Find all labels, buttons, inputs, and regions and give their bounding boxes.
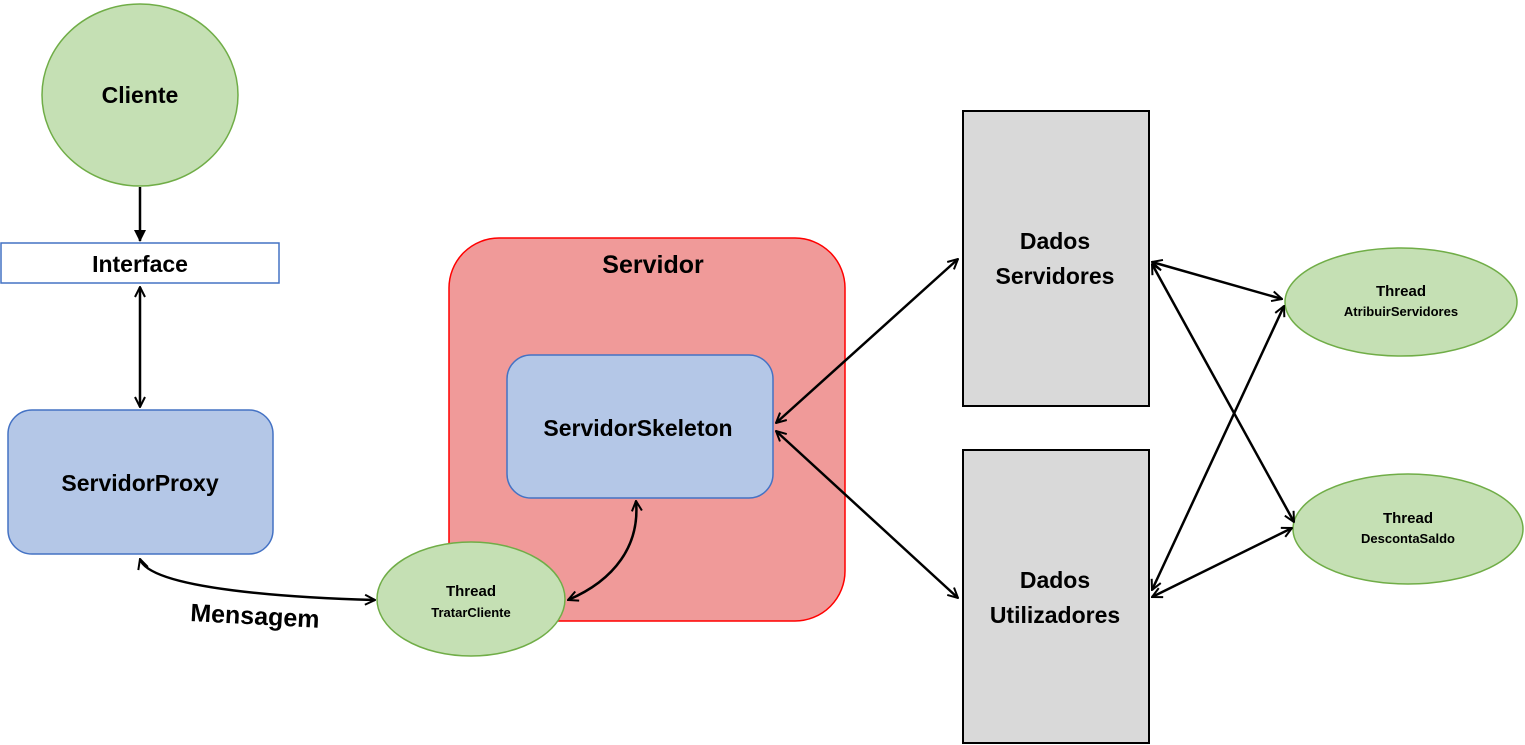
thread-desconta-saldo-line2: DescontaSaldo <box>1361 531 1455 546</box>
servidor-proxy-node: ServidorProxy <box>7 409 274 555</box>
dados-utilizadores-line2: Utilizadores <box>990 602 1120 628</box>
cliente-label: Cliente <box>102 82 179 108</box>
dados-servidores-node: Dados Servidores <box>962 110 1150 407</box>
servidor-proxy-label: ServidorProxy <box>61 470 218 496</box>
servidor-label: Servidor <box>602 251 704 279</box>
servidor-skeleton-label: ServidorSkeleton <box>543 415 732 441</box>
thread-atribuir-servidores-line2: AtribuirServidores <box>1344 304 1458 319</box>
thread-tratar-cliente-line2: TratarCliente <box>431 605 510 620</box>
thread-desconta-saldo-node: Thread DescontaSaldo <box>1292 473 1524 585</box>
dados-servidores-line2: Servidores <box>996 263 1115 289</box>
edge-thread-tratar-cliente-skeleton <box>568 501 636 600</box>
dados-utilizadores-line1: Dados <box>1020 567 1090 593</box>
edge-dados-utilizadores-desconta <box>1152 526 1292 599</box>
edge-dados-servidores-atribuir <box>1152 262 1282 299</box>
servidor-skeleton-node: ServidorSkeleton <box>506 354 774 499</box>
thread-atribuir-servidores-line1: Thread <box>1376 283 1426 300</box>
edge-skeleton-dados-utilizadores <box>776 431 958 598</box>
mensagem-edge-label: Mensagem <box>190 599 321 634</box>
dados-utilizadores-node: Dados Utilizadores <box>962 449 1150 744</box>
interface-label: Interface <box>92 251 188 277</box>
edge-dados-utilizadores-atribuir <box>1152 306 1284 590</box>
edge-skeleton-dados-servidores <box>776 259 958 423</box>
interface-node: Interface <box>0 242 280 284</box>
thread-atribuir-servidores-node: Thread AtribuirServidores <box>1284 247 1518 357</box>
dados-servidores-line1: Dados <box>1020 228 1090 254</box>
edge-dados-servidores-desconta <box>1150 264 1296 522</box>
thread-tratar-cliente-line1: Thread <box>446 583 496 600</box>
edge-proxy-thread-tratar-cliente <box>140 559 375 600</box>
cliente-node: Cliente <box>41 3 239 187</box>
thread-tratar-cliente-node: Thread TratarCliente <box>376 541 566 657</box>
thread-desconta-saldo-line1: Thread <box>1383 510 1433 527</box>
